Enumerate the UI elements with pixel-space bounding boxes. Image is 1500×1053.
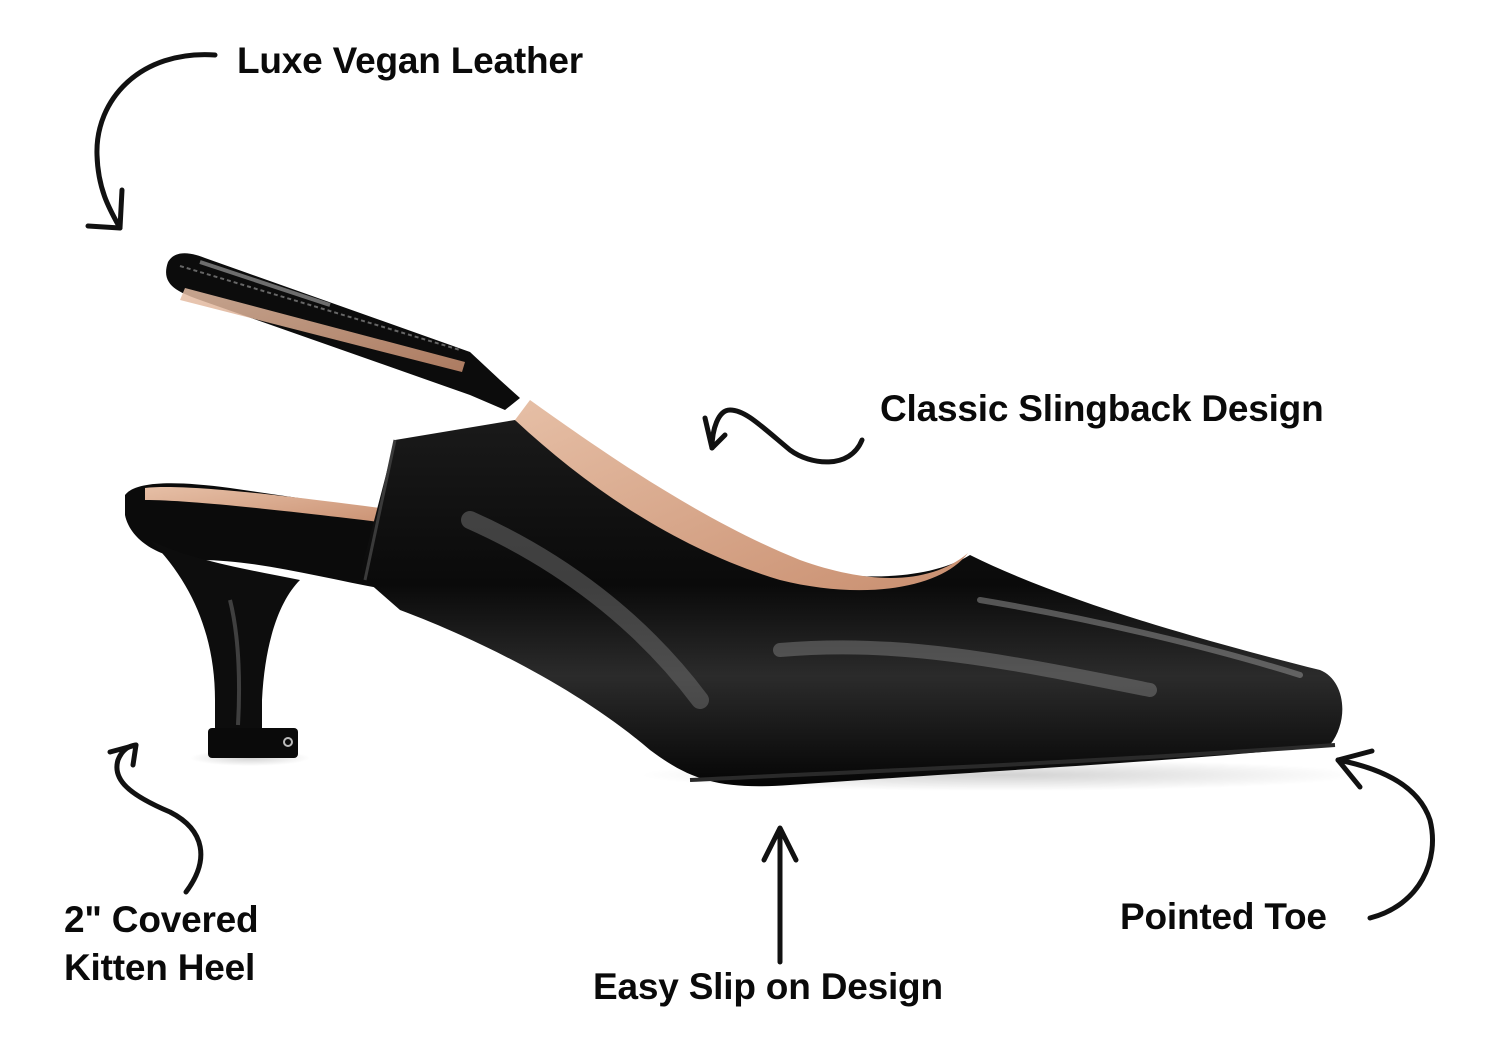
arrow-kitten-heel — [114, 742, 204, 895]
callout-pointed-toe: Pointed Toe — [1120, 896, 1327, 937]
arrowhead-icon — [107, 742, 139, 768]
callout-classic-slingback-design: Classic Slingback Design — [880, 388, 1324, 429]
callout-line: 2" Covered — [64, 899, 259, 940]
arrowhead-icon — [702, 415, 728, 451]
callout-easy-slip-on-design: Easy Slip on Design — [593, 966, 943, 1007]
callout-luxe-vegan-leather: Luxe Vegan Leather — [237, 40, 583, 81]
arrow-luxe-vegan-leather — [94, 52, 218, 231]
arrow-pointed-toe — [1335, 757, 1435, 921]
shoe-upper — [360, 400, 1343, 787]
heel-counter — [125, 483, 415, 590]
kitten-heel — [150, 540, 300, 758]
arrowhead-icon — [85, 187, 125, 231]
arrowhead-icon — [761, 825, 799, 863]
arrowhead-icon — [1335, 748, 1375, 790]
callout-line: Kitten Heel — [64, 947, 256, 989]
arrow-classic-slingback — [709, 407, 865, 465]
callout-covered-kitten-heel: 2" Covered Kitten Heel — [64, 896, 259, 992]
slingback-strap — [166, 253, 521, 410]
